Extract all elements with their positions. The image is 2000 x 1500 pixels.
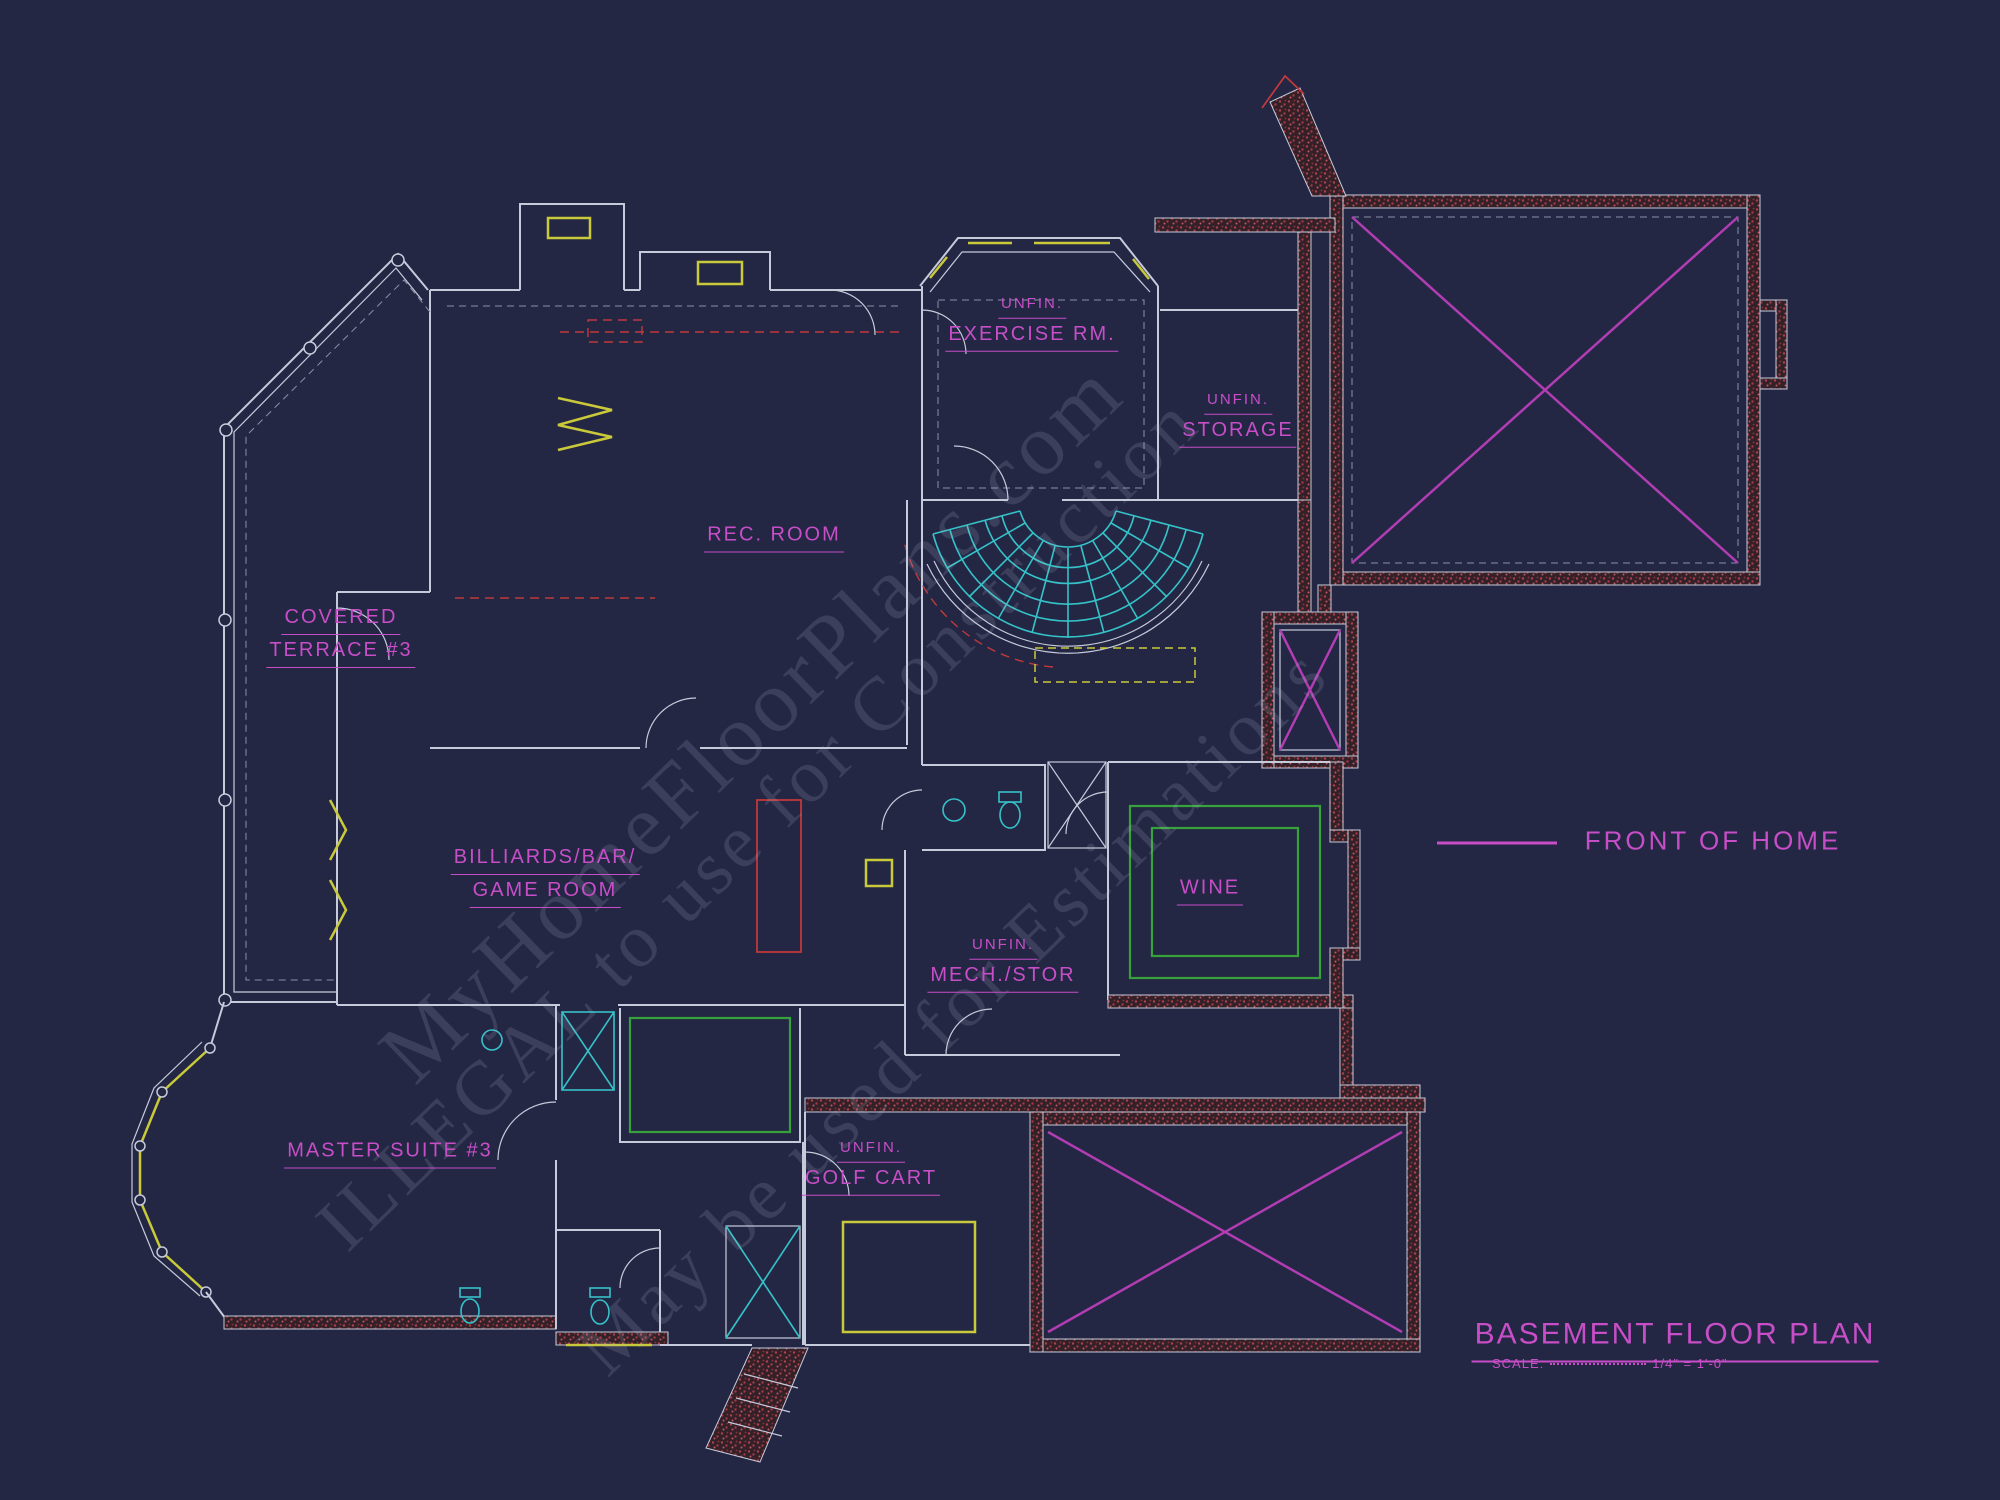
toilet-tank xyxy=(589,1287,611,1298)
column xyxy=(218,793,232,807)
exercise-room xyxy=(919,217,1336,503)
rec-room xyxy=(336,203,922,1005)
shower-stall xyxy=(725,1225,801,1339)
exercise-ceiling-dashed xyxy=(937,299,1145,489)
toilet-tank xyxy=(459,1287,481,1298)
billiards-room xyxy=(328,597,907,1006)
door-arc xyxy=(497,1101,557,1161)
column xyxy=(218,993,232,1007)
fireplace-bump xyxy=(639,251,771,290)
toilet xyxy=(999,801,1021,829)
bar-counter xyxy=(756,799,802,953)
toilet xyxy=(460,1298,480,1324)
garage-room xyxy=(1317,194,1788,614)
window-zigzag xyxy=(328,799,348,861)
label-mech-room: UNFIN. MECH./STOR xyxy=(927,934,1079,993)
curved-staircase xyxy=(903,510,1210,668)
chase-detail xyxy=(864,858,894,888)
lower-garage xyxy=(1029,1111,1421,1353)
fireplace xyxy=(696,260,744,286)
door-arc xyxy=(953,445,1009,501)
soffit-dashed xyxy=(1034,647,1196,683)
golf-cart-pad xyxy=(841,1220,977,1334)
drawing-scale: SCALE: 1/4" = 1'-0" xyxy=(1492,1356,1728,1371)
mech-room xyxy=(904,850,1120,1056)
label-wine-room: WINE xyxy=(1176,873,1244,906)
beam-detail xyxy=(587,319,643,343)
scale-prefix: SCALE: xyxy=(1492,1356,1545,1371)
stair-guardrail xyxy=(926,563,1210,654)
label-storage-room: UNFIN. STORAGE xyxy=(1179,389,1297,448)
door-arc xyxy=(619,1247,661,1289)
entry-alcove xyxy=(519,203,625,290)
golf-cart-room xyxy=(804,1097,1426,1346)
label-covered-terrace: COVERED TERRACE #3 xyxy=(266,602,416,668)
label-golf-cart: UNFIN. GOLF CART xyxy=(801,1137,941,1196)
garage-ceiling-dashed xyxy=(1351,216,1739,564)
safe-room xyxy=(628,1016,792,1134)
label-front-of-home: FRONT OF HOME xyxy=(1584,825,1842,856)
wine-shelving xyxy=(1128,804,1322,980)
garage-x-mark xyxy=(1351,216,1739,564)
stair-guardrail xyxy=(933,560,1203,647)
door-arc xyxy=(945,1008,993,1056)
column xyxy=(303,341,317,355)
label-billiards-room: BILLIARDS/BAR/ GAME ROOM xyxy=(450,842,640,908)
elevator-shaft xyxy=(1261,611,1359,769)
door-arc xyxy=(921,309,967,355)
wine-room xyxy=(1065,761,1421,1099)
label-rec-room: REC. ROOM xyxy=(704,520,844,553)
alcove-detail xyxy=(546,216,592,240)
door-arc xyxy=(1065,791,1109,835)
master-shower xyxy=(561,1011,615,1091)
door-arc xyxy=(645,697,697,749)
storage-room-walls xyxy=(619,1008,801,1143)
door-arc xyxy=(336,607,390,661)
chimney xyxy=(1261,74,1347,197)
window xyxy=(929,256,948,279)
covered-terrace xyxy=(218,252,431,1007)
column xyxy=(391,253,405,267)
garage-x-mark xyxy=(1047,1130,1403,1334)
toilet-tank xyxy=(998,791,1022,803)
door-arc xyxy=(829,289,876,336)
label-exercise-room: UNFIN. EXERCISE RM. xyxy=(945,293,1119,352)
chimney-arrow xyxy=(1261,74,1305,109)
master-suite xyxy=(131,1001,557,1330)
sink xyxy=(481,1029,503,1051)
scale-leader-dots xyxy=(1550,1363,1647,1365)
drawing-title: BASEMENT FLOOR PLAN xyxy=(1471,1312,1879,1363)
window-zigzag xyxy=(328,879,348,941)
label-master-suite: MASTER SUITE #3 xyxy=(284,1136,496,1169)
window-zigzag xyxy=(557,396,613,452)
scale-value: 1/4" = 1'-0" xyxy=(1652,1356,1728,1371)
sink xyxy=(942,798,966,822)
column xyxy=(218,613,232,627)
window xyxy=(1132,258,1150,280)
door-arc xyxy=(881,789,923,831)
middle-block xyxy=(555,1008,809,1463)
bay-window xyxy=(131,1041,216,1298)
stair-hall xyxy=(903,499,1312,765)
wine-shelving xyxy=(1150,826,1300,958)
column xyxy=(219,423,233,437)
door-arc xyxy=(804,1151,850,1197)
exit-stair xyxy=(705,1347,809,1463)
toilet xyxy=(590,1299,610,1325)
